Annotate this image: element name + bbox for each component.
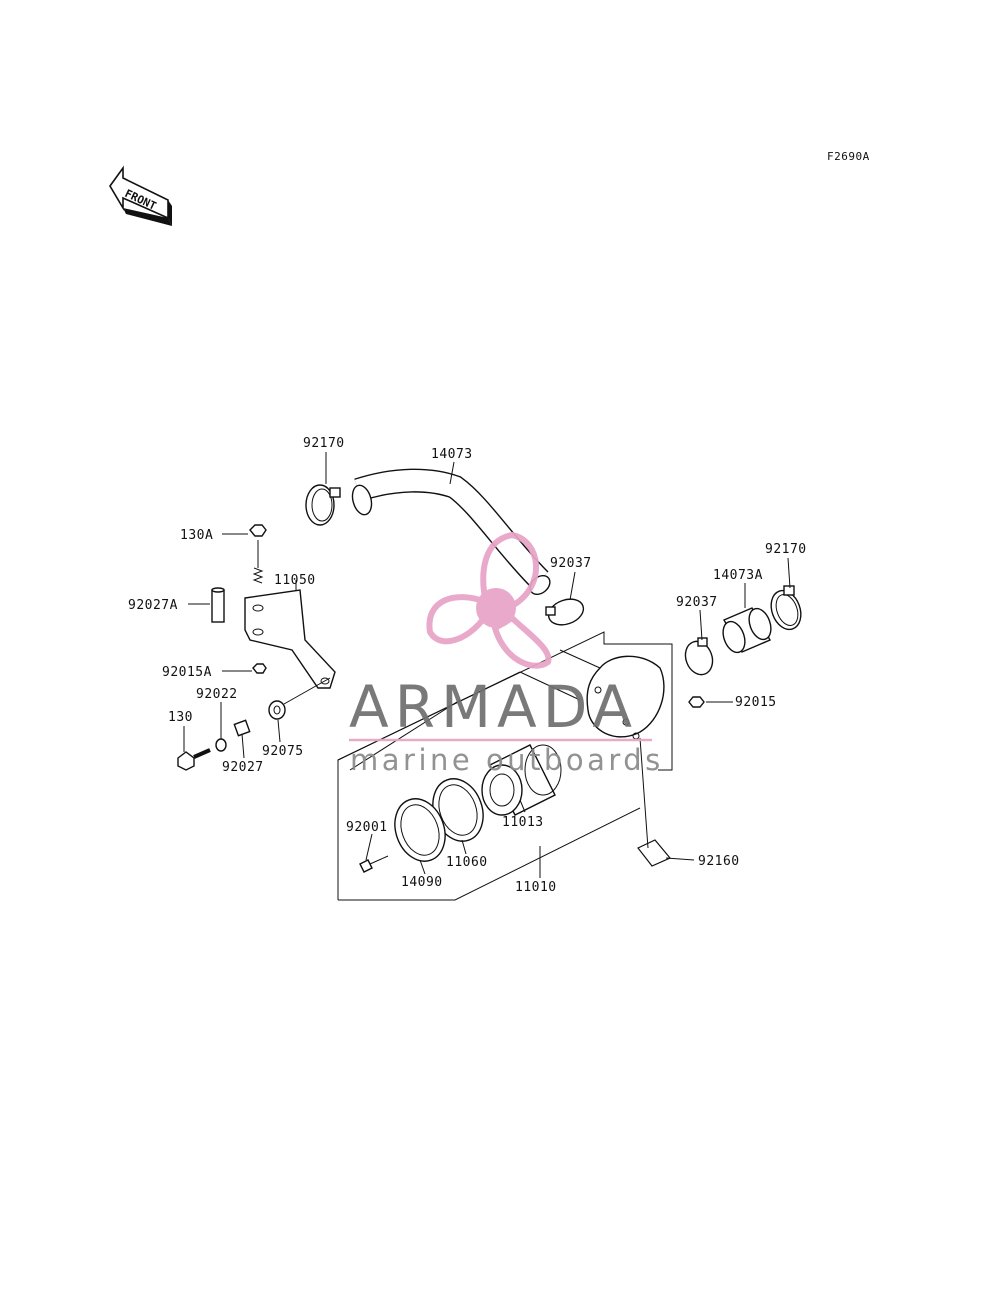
part-label-92037-b: 92037 [676,595,718,610]
part-labels: 92170 14073 130A 11050 92027A 92037 9217… [128,436,807,895]
part-label-92037-a: 92037 [550,556,592,571]
part-label-92027a: 92027A [128,598,178,613]
element-11013-drawing [481,744,562,816]
leader-lines [183,452,791,878]
cover-14090-drawing [394,798,446,862]
watermark-brand: ARMADA [349,673,638,741]
label-92160-drawing [637,839,671,867]
clamp-92170-right-drawing [770,585,802,631]
nut-130a-drawing [249,524,267,584]
part-label-11010: 11010 [515,880,557,895]
clamp-92170-left-drawing [305,484,341,526]
hose-14073-drawing [351,468,551,596]
part-label-11050: 11050 [274,573,316,588]
part-label-14090: 14090 [401,875,443,890]
part-label-14073: 14073 [431,447,473,462]
front-arrow-icon: FRONT [109,165,172,226]
part-label-92170-b: 92170 [765,542,807,557]
part-label-92075: 92075 [262,744,304,759]
part-label-14073a: 14073A [713,568,763,583]
part-label-11060: 11060 [446,855,488,870]
part-label-92015a: 92015A [162,665,212,680]
clamp-92037-right-drawing [684,637,714,676]
nut-92015a-drawing [252,663,267,674]
part-label-130: 130 [168,710,193,725]
bracket-11050-drawing [244,589,336,689]
clamp-92037-middle-drawing [545,598,585,626]
bolt-130-group-drawing [177,677,331,771]
part-label-92170-a: 92170 [303,436,345,451]
propeller-logo-icon [426,532,552,669]
part-label-92027: 92027 [222,760,264,775]
part-label-92160: 92160 [698,854,740,869]
armada-watermark: ARMADA marine outboards [349,532,664,777]
part-label-92022: 92022 [196,687,238,702]
collar-92027a-drawing [211,587,225,623]
watermark-tagline: marine outboards [350,743,664,777]
screw-92001-drawing [359,855,389,873]
nut-92015-drawing [688,696,705,708]
duct-14073a-drawing [722,607,772,654]
part-label-11013: 11013 [502,815,544,830]
part-label-92001: 92001 [346,820,388,835]
diagram-code: F2690A [827,150,870,163]
part-label-92015: 92015 [735,695,777,710]
air-box-11010-drawing [337,631,673,901]
part-label-130a: 130A [180,528,213,543]
